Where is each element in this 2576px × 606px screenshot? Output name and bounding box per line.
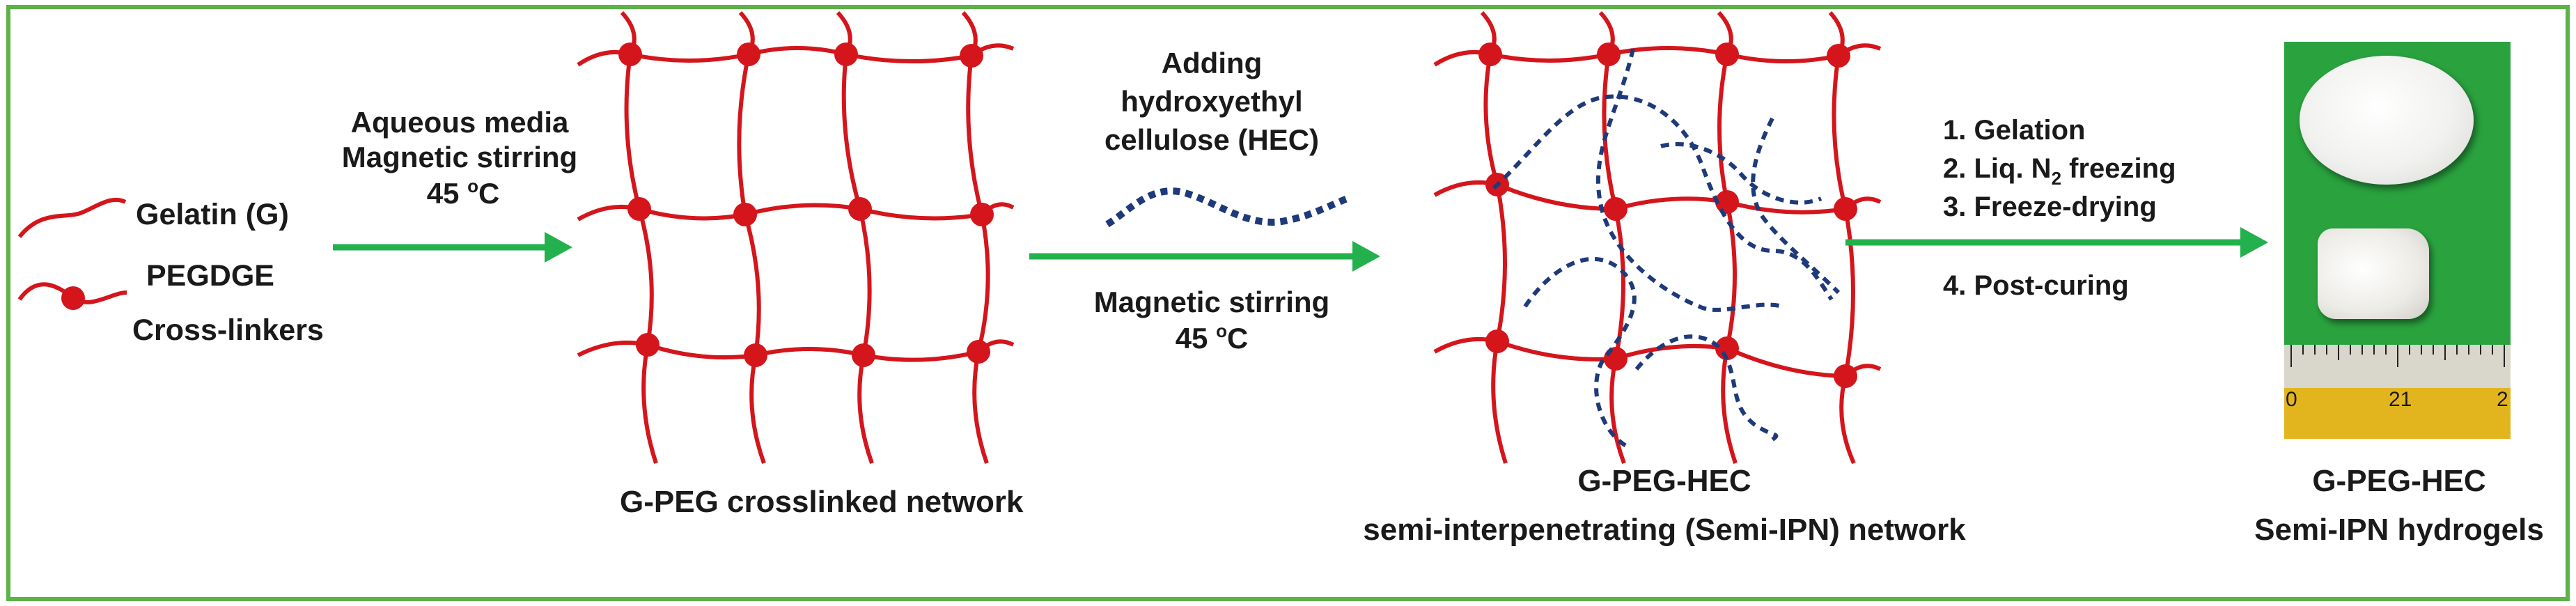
step2-above-2: hydroxyethyl [1121,85,1302,118]
ruler-band [2284,388,2511,439]
crosslink-node [1715,42,1739,66]
crosslink-node [1715,336,1739,360]
step3-item-3: 3. Freeze-drying [1943,192,2157,222]
step1-line1: Aqueous media [351,106,569,139]
crosslinker-label: PEGDGE [146,259,274,293]
arrow-step3 [1845,227,2268,258]
network2-caption-2: semi-interpenetrating (Semi-IPN) network [1363,513,1966,547]
crosslinker-node-icon [61,286,85,310]
hec-chain [1660,142,1822,205]
hydrogel-disk [2300,56,2474,185]
network2-caption: G-PEG-HEC semi-interpenetrating (Semi-IP… [1363,464,1966,547]
step2-above-1: Adding [1162,47,1263,79]
hydrogel-cylinder [2318,228,2429,319]
hec-chain [1523,256,1637,448]
step3-list: 1. Gelation 2. Liq. N2 freezing 3. Freez… [1943,115,2176,301]
hec-chain [1492,94,1834,301]
hec-chain [1751,117,1841,295]
hec-chain [1634,334,1779,444]
polymer-strand [961,10,990,464]
step2-above-3: cellulose (HEC) [1104,123,1319,156]
network2-caption-1: G-PEG-HEC [1577,464,1751,498]
arrow-step2 [1029,241,1380,272]
crosslink-node [970,203,994,226]
step2-below-1: Magnetic stirring [1094,286,1329,318]
crosslink-node [636,333,659,357]
crosslink-node [1597,42,1621,66]
legend-crosslinker: PEGDGE Cross-linkers [17,259,324,347]
gpeg-network [577,10,1015,465]
hec-chains [1492,48,1841,448]
ruler-label: 2 [2497,388,2508,411]
hec-chain [1596,48,1783,312]
step2-conditions: Adding hydroxyethyl cellulose (HEC) Magn… [1094,47,1329,355]
outer-frame [6,5,2570,601]
product-caption-1: G-PEG-HEC [2312,464,2485,498]
polymer-strand [620,10,658,464]
step1-conditions: Aqueous media Magnetic stirring 45 oC [342,106,577,210]
crosslink-node [744,343,767,367]
crosslink-node [733,203,757,226]
step1-line2: Magnetic stirring [342,141,577,173]
step3-item-4: 4. Post-curing [1943,270,2129,301]
crosslink-node [1715,190,1739,214]
product-caption-2: Semi-IPN hydrogels [2254,513,2544,547]
crosslink-node [834,42,858,66]
step3-item-1: 1. Gelation [1943,115,2086,146]
crosslink-node [627,197,651,221]
product-caption: G-PEG-HEC Semi-IPN hydrogels [2254,464,2544,547]
crosslink-node [1604,347,1627,371]
crosslink-node [1834,364,1857,388]
crosslink-node [960,44,983,68]
polymer-strand [577,43,1015,67]
network1-caption: G-PEG crosslinked network [620,485,1024,519]
crosslink-node [848,197,872,221]
crosslink-node [1604,197,1627,221]
crosslink-node [737,42,760,66]
ruler-label: 21 [2389,388,2412,411]
crosslink-node [1478,42,1502,66]
crosslink-node [852,343,875,367]
arrow-step1 [333,232,572,263]
polymer-strand [1480,10,1508,464]
crosslinker-label-2: Cross-linkers [132,313,324,347]
hec-strand-icon [1105,187,1349,228]
crosslink-node [1827,44,1850,68]
crosslink-node [1834,197,1857,221]
hydrogel-photo: 0 21 2 [2284,42,2511,439]
step1-temperature: 45 oC [427,176,500,210]
polymer-strand [836,10,874,465]
step2-temperature: 45 oC [1176,320,1249,355]
gpeg-hec-network [1433,10,1882,465]
crosslink-node [1485,329,1509,353]
ruler: 0 21 2 [2284,345,2511,439]
ruler-ticks [2290,345,2505,367]
polymer-strand [1828,10,1856,465]
gelatin-strand-icon [17,197,127,238]
ruler-label: 0 [2286,388,2297,411]
gelatin-label: Gelatin (G) [136,198,289,231]
crosslink-node [618,42,642,66]
polymer-strand [1717,10,1738,464]
crosslink-node [967,340,990,364]
step3-item-2: 2. Liq. N2 freezing [1943,153,2176,189]
polymer-strand [737,10,766,465]
legend-gelatin: Gelatin (G) [17,197,289,238]
